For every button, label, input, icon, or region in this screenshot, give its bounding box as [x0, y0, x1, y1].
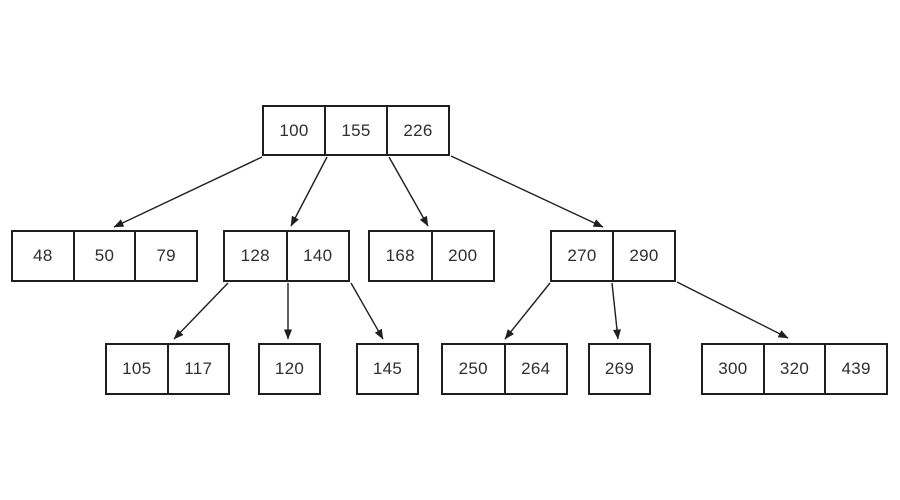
tree-node-145: 145	[356, 343, 419, 395]
tree-key: 300	[703, 345, 765, 393]
tree-key: 128	[225, 232, 288, 280]
tree-key: 120	[274, 359, 305, 378]
tree-key: 226	[403, 120, 433, 140]
tree-node-250-264: 250 264	[441, 343, 568, 395]
tree-key: 140	[303, 246, 333, 265]
tree-node-root: 100 155 226	[262, 105, 450, 156]
tree-node-48-50-79: 48 50 79	[11, 230, 198, 282]
tree-key: 264	[521, 359, 551, 378]
tree-key: 155	[326, 107, 388, 154]
tree-key: 168	[370, 232, 433, 280]
tree-key: 250	[443, 345, 506, 393]
tree-key: 79	[156, 246, 176, 265]
arrow-root-to-n168	[388, 156, 429, 227]
tree-node-168-200: 168 200	[368, 230, 495, 282]
arrow-n270-to-n300	[676, 281, 789, 339]
tree-node-120: 120	[258, 343, 321, 395]
tree-key: 145	[372, 359, 403, 378]
tree-key: 439	[841, 359, 871, 378]
arrow-root-to-n270	[450, 155, 604, 228]
arrow-root-to-n48	[113, 156, 263, 228]
tree-key: 48	[13, 232, 75, 280]
arrow-n270-to-n250	[504, 282, 551, 340]
tree-node-300-320-439: 300 320 439	[701, 343, 888, 395]
arrow-n270-to-n269	[611, 282, 621, 340]
arrow-root-to-n128	[290, 156, 328, 227]
tree-node-128-140: 128 140	[223, 230, 350, 282]
tree-key: 269	[604, 359, 635, 378]
tree-key: 105	[107, 345, 169, 393]
tree-key: 100	[264, 107, 326, 154]
arrow-n128-to-n105	[173, 282, 229, 340]
tree-node-269: 269	[588, 343, 651, 395]
tree-node-270-290: 270 290	[550, 230, 676, 282]
tree-key: 290	[629, 246, 659, 265]
tree-key: 200	[448, 246, 478, 265]
tree-key: 117	[184, 359, 213, 378]
tree-key: 50	[75, 232, 137, 280]
arrow-n128-to-n145	[350, 282, 384, 340]
tree-node-105-117: 105 117	[105, 343, 230, 395]
tree-key: 320	[765, 345, 827, 393]
tree-key: 270	[552, 232, 614, 280]
